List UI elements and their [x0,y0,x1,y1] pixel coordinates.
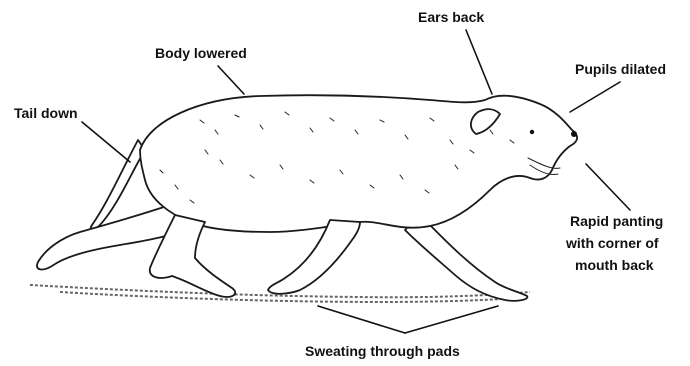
pupils-leader [570,82,620,112]
tail-down-label: Tail down [14,105,78,121]
pupils-dilated-label: Pupils dilated [575,61,666,77]
ears-back-label: Ears back [418,9,484,25]
tail-leader [82,122,130,162]
sweating-pads-label: Sweating through pads [305,343,460,359]
dog-eye [530,130,534,134]
pads-leader-right [405,306,498,333]
rapid-panting-label-line1: Rapid panting [570,213,663,229]
dog-illustration [37,95,577,301]
pads-leader-left [318,306,405,333]
body-lowered-label: Body lowered [155,45,247,61]
panting-leader [586,164,630,210]
ears-leader [466,30,492,94]
rapid-panting-label-line3: mouth back [575,257,654,273]
rapid-panting-label-line2: with corner of [565,235,659,251]
dog-nose [571,131,577,137]
dog-body [140,95,577,232]
body-leader [218,66,244,94]
